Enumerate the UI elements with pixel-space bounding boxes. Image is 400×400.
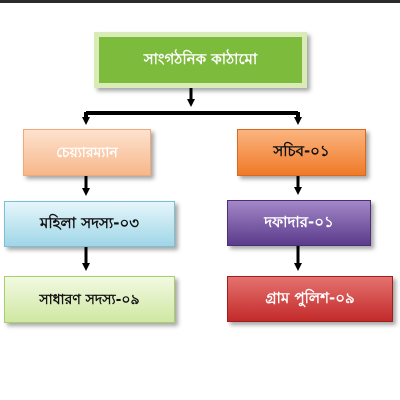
org-structure-title-box: সাংগঠনিক কাঠামো bbox=[94, 32, 307, 88]
org-structure-title: সাংগঠনিক কাঠামো bbox=[143, 49, 258, 68]
general-members-label: সাধারণ সদস্য-০৯ bbox=[39, 291, 140, 308]
dafadar-box: দফাদার-০১ bbox=[227, 200, 371, 246]
women-members-label: মহিলা সদস্য-০৩ bbox=[39, 213, 140, 232]
secretary-box: সচিব-০১ bbox=[237, 129, 366, 176]
chairman-box: চেয়্যারম্যান bbox=[23, 129, 151, 176]
chairman-label: চেয়্যারম্যান bbox=[56, 144, 118, 161]
village-police-label: গ্রাম পুলিশ-০৯ bbox=[265, 288, 355, 307]
dafadar-label: দফাদার-০১ bbox=[264, 212, 334, 231]
village-police-box: গ্রাম পুলিশ-০৯ bbox=[227, 276, 393, 322]
general-members-box: সাধারণ সদস্য-০৯ bbox=[4, 276, 175, 323]
secretary-label: সচিব-০১ bbox=[273, 142, 330, 160]
top-divider bbox=[0, 0, 400, 3]
women-members-box: মহিলা সদস্য-০৩ bbox=[4, 201, 175, 247]
